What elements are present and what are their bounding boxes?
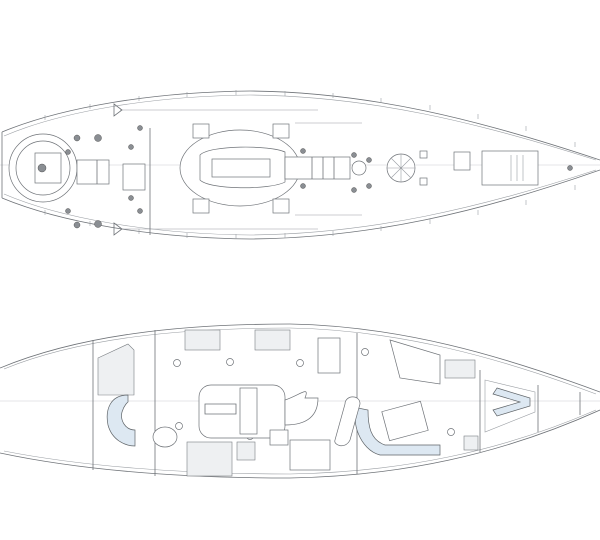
forepeak [484, 379, 536, 433]
hull-outline-starboard [0, 409, 600, 479]
hatch-aft [76, 159, 110, 185]
hatch-small [453, 151, 471, 171]
skylight [211, 158, 271, 178]
forward-cabin [389, 339, 441, 385]
cabin-berth [186, 441, 233, 477]
hull-outline-port [0, 323, 600, 393]
cleat [419, 177, 428, 186]
hull-inner-starboard [3, 409, 597, 475]
deck-hull-starboard [1, 169, 600, 240]
mast [351, 160, 367, 176]
bulkhead-curve [334, 396, 361, 447]
winches [65, 125, 573, 229]
deck-plan [0, 90, 600, 240]
stanchions [44, 90, 576, 239]
toilets [173, 348, 455, 440]
saloon-settee [354, 407, 441, 456]
deck-toerail-port [3, 94, 597, 161]
foredeck-hatch-slats [510, 155, 524, 181]
winch-block-icon [113, 222, 123, 236]
accommodation-plan [0, 323, 600, 479]
shower-forward [463, 435, 479, 451]
shower [236, 441, 256, 461]
deck-toerail-starboard [3, 169, 597, 236]
galley-sink [269, 429, 289, 446]
nav-station [317, 337, 341, 374]
cabin-berth [184, 329, 221, 351]
dorade-vents [192, 123, 290, 214]
engine-icon [204, 403, 237, 415]
grate [122, 163, 146, 191]
forward-berth [444, 359, 476, 379]
foredeck-hatch [481, 150, 539, 186]
hull-inner-port [3, 327, 597, 395]
generator [239, 387, 258, 435]
cabin-berth [254, 329, 291, 351]
companion-stairs [284, 391, 319, 426]
aft-settee [106, 394, 136, 447]
companionway [284, 156, 351, 180]
v-berth [492, 387, 531, 417]
steering-wheel-icon [37, 163, 47, 173]
saloon-table [381, 400, 429, 442]
cleat [419, 150, 428, 159]
galley [289, 439, 331, 471]
aft-berth [97, 343, 135, 396]
winch-block-icon [113, 103, 123, 117]
binnacle [34, 152, 62, 184]
deck-hatch-round-ribs [387, 154, 415, 182]
deck-hull-port [1, 90, 600, 161]
bathtub [152, 426, 178, 448]
